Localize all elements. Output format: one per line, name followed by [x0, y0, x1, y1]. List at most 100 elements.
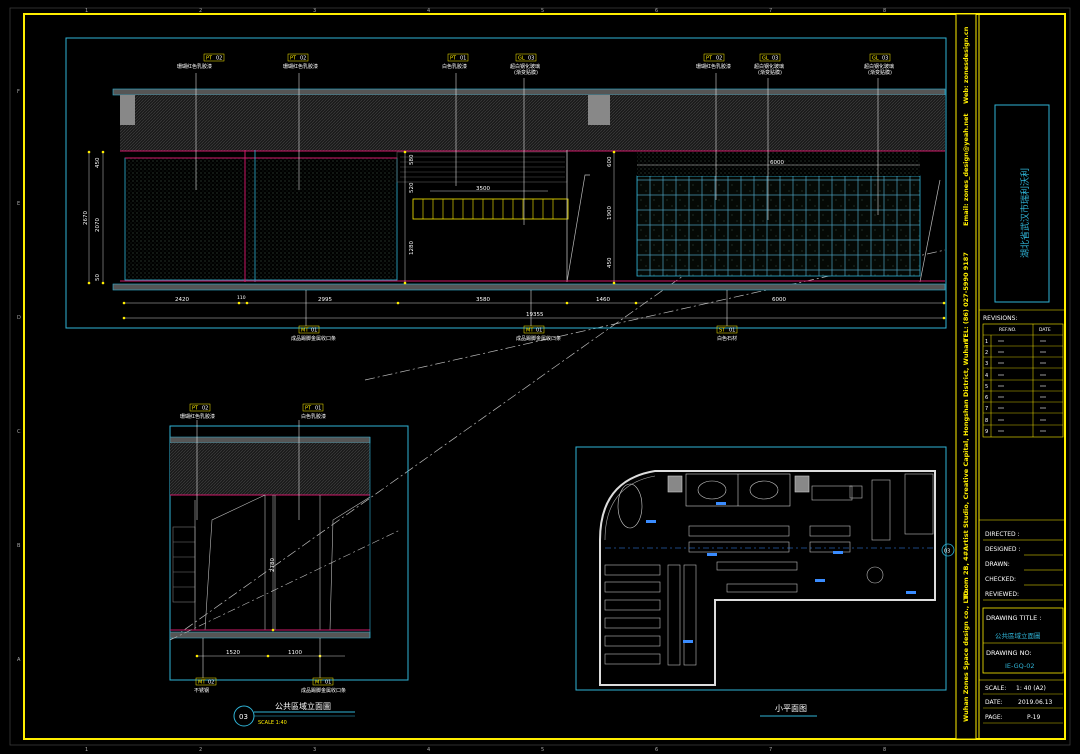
sheet-meta: SCALE: 1: 40 (A2) DATE: 2019.06.13 PAGE:…: [979, 679, 1065, 724]
svg-text:580: 580: [409, 154, 415, 165]
sheet-border: [9, 7, 1071, 746]
border-num: 5: [541, 8, 544, 14]
svg-text:PT: PT: [206, 56, 213, 62]
info-bar: [955, 13, 977, 740]
svg-text:2019.06.13: 2019.06.13: [1018, 699, 1053, 706]
revision-table: REF.NO. DATE 1 2 3 4 5 6 7 8 9: [982, 323, 1064, 438]
info-bar-text: Wuhan Zones Space design co., LTD. Room …: [962, 26, 970, 722]
border-num: 3: [313, 747, 316, 753]
material-tag: PT 01 白色乳胶漆: [442, 53, 469, 70]
plan-title: 小平面图: [775, 704, 807, 713]
svg-text:DESIGNED :: DESIGNED :: [985, 546, 1020, 553]
svg-text:8: 8: [985, 418, 988, 424]
svg-text:SCALE:: SCALE:: [985, 685, 1006, 692]
svg-text:Wuhan Zones Space design co.,: Wuhan Zones Space design co., LTD.: [962, 588, 970, 722]
svg-text:1: 1: [985, 339, 988, 345]
border-num: 2: [199, 8, 202, 14]
svg-text:02: 02: [716, 56, 722, 62]
svg-text:2995: 2995: [318, 297, 332, 303]
svg-text:珊瑚红色乳胶漆: 珊瑚红色乳胶漆: [177, 63, 212, 70]
svg-text:Room 2B, 4#Artist Studio, Crea: Room 2B, 4#Artist Studio, Creative Capit…: [962, 340, 970, 598]
svg-text:50: 50: [95, 274, 101, 281]
svg-text:02: 02: [216, 56, 222, 62]
border-num: 1: [85, 8, 88, 14]
svg-text:1280: 1280: [409, 241, 415, 255]
border-num: 5: [541, 747, 544, 753]
svg-text:超白钢化玻璃: 超白钢化玻璃: [754, 63, 784, 70]
svg-text:1520: 1520: [226, 650, 240, 656]
svg-text:DRAWING TITLE :: DRAWING TITLE :: [986, 614, 1042, 622]
svg-text:2: 2: [985, 350, 988, 356]
small-elevation-title: 03 公共區域立面圖 SCALE 1:40: [233, 701, 355, 727]
beam: [588, 95, 610, 125]
svg-text:02: 02: [300, 56, 306, 62]
glass-panel: [636, 175, 921, 277]
floor-slab: [112, 283, 946, 291]
svg-text:PT: PT: [706, 56, 713, 62]
svg-text:3: 3: [985, 361, 988, 367]
svg-text:GL: GL: [762, 56, 769, 62]
title-block: [978, 13, 1066, 740]
svg-text:ST: ST: [719, 328, 726, 334]
glass-header: [637, 152, 920, 176]
svg-text:成品踢脚金属收口条: 成品踢脚金属收口条: [516, 335, 561, 342]
border-num: 4: [427, 8, 430, 14]
border-num: 6: [655, 747, 658, 753]
material-tag: MT 01 成品踢脚金属收口条: [516, 325, 561, 342]
svg-text:4: 4: [985, 373, 988, 379]
main-tag-labels: PT 02 珊瑚红色乳胶漆 PT 02 珊瑚红色乳胶漆 PT 01 白色乳胶漆 …: [177, 53, 894, 76]
border-num: 8: [883, 747, 886, 753]
small-elevation: [169, 425, 409, 681]
elevation-frame: [169, 425, 409, 681]
border-num: 3: [313, 8, 316, 14]
svg-text:2670: 2670: [83, 211, 89, 225]
project-name: 湖北省武汉市瑞利沃利: [1019, 168, 1031, 258]
svg-text:03: 03: [882, 56, 888, 62]
meeting-rooms: [617, 473, 810, 529]
svg-text:01: 01: [315, 406, 321, 412]
svg-text:GL: GL: [518, 56, 525, 62]
svg-text:01: 01: [311, 328, 317, 334]
svg-text:TEL: (86) 027-5990 9187: TEL: (86) 027-5990 9187: [962, 252, 970, 342]
project-box: [994, 104, 1050, 303]
border-letter: A: [17, 657, 21, 663]
svg-text:3500: 3500: [476, 186, 490, 192]
svg-text:PAGE:: PAGE:: [985, 714, 1003, 721]
section-line: [169, 89, 946, 641]
svg-text:白色石材: 白色石材: [717, 335, 737, 342]
svg-text:01: 01: [325, 680, 331, 686]
desk-rows: [604, 485, 884, 666]
svg-text:GL: GL: [872, 56, 879, 62]
svg-text:超白钢化玻璃: 超白钢化玻璃: [864, 63, 894, 70]
svg-text:珊瑚红色乳胶漆: 珊瑚红色乳胶漆: [180, 413, 215, 420]
svg-text:2420: 2420: [175, 297, 189, 303]
svg-text:DRAWN:: DRAWN:: [985, 561, 1010, 568]
svg-text:(渐变贴膜): (渐变贴膜): [758, 69, 782, 76]
svg-text:PT: PT: [290, 56, 297, 62]
svg-text:19355: 19355: [526, 312, 544, 318]
ceiling-slab: [112, 88, 946, 96]
material-tag: PT 02 珊瑚红色乳胶漆: [696, 53, 731, 70]
svg-text:DRAWING NO:: DRAWING NO:: [986, 649, 1032, 657]
svg-text:01: 01: [729, 328, 735, 334]
svg-text:02: 02: [208, 680, 214, 686]
svg-text:1: 40 (A2): 1: 40 (A2): [1016, 685, 1046, 692]
svg-text:(渐变贴膜): (渐变贴膜): [868, 69, 892, 76]
svg-text:DATE:: DATE:: [985, 699, 1003, 706]
counter-shelf: [412, 198, 569, 220]
svg-text:DIRECTED :: DIRECTED :: [985, 531, 1020, 538]
svg-text:PT: PT: [192, 406, 199, 412]
svg-text:超白钢化玻璃: 超白钢化玻璃: [510, 63, 540, 70]
svg-text:P-19: P-19: [1027, 714, 1040, 721]
border-num: 4: [427, 747, 430, 753]
svg-text:MT: MT: [301, 328, 309, 334]
svg-text:成品踢脚金属收口条: 成品踢脚金属收口条: [291, 335, 336, 342]
material-tag: PT 02 珊瑚红色乳胶漆: [177, 53, 225, 70]
border-letter: B: [17, 543, 21, 549]
material-tag: GL 03 超白钢化玻璃 (渐变贴膜): [864, 53, 894, 76]
material-tag: PT 02 珊瑚红色乳胶漆: [283, 53, 318, 70]
plan-markers: [646, 502, 916, 643]
svg-text:(渐变贴膜): (渐变贴膜): [514, 69, 538, 76]
svg-text:Email: zones_design@yeah.net: Email: zones_design@yeah.net: [962, 113, 970, 226]
